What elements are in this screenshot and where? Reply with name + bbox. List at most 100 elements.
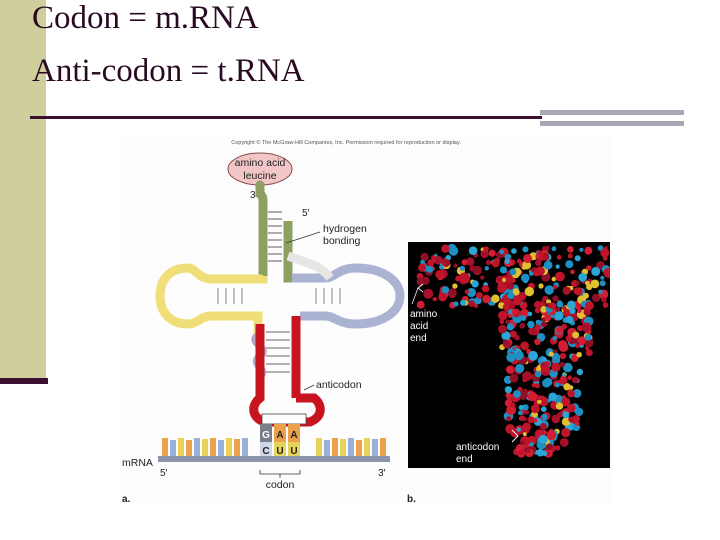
model-atom	[498, 324, 507, 334]
model-atom	[569, 307, 576, 314]
model-atom	[551, 352, 561, 362]
d-arm	[155, 263, 268, 336]
model-atom	[567, 375, 572, 380]
model-atom	[480, 250, 489, 259]
model-atom	[535, 251, 545, 262]
model-atom	[542, 296, 548, 302]
hydrogen-pointer	[285, 231, 321, 244]
model-atom	[555, 402, 564, 410]
model-atom	[583, 308, 591, 316]
five-prime-bottom-label: 5′	[160, 468, 168, 479]
model-atom	[505, 319, 511, 325]
model-atom	[556, 300, 564, 308]
amino-acid-label-2: leucine	[243, 170, 276, 182]
model-atom	[567, 403, 576, 413]
model-atom	[538, 283, 544, 289]
anticodon-end-label-1: anticodon	[456, 442, 499, 453]
model-atom	[534, 307, 541, 314]
model-atom	[452, 283, 458, 289]
model-atom	[548, 392, 557, 402]
model-atom	[541, 406, 547, 413]
model-atom	[545, 361, 550, 367]
model-atom	[556, 412, 563, 418]
model-atom	[499, 266, 508, 274]
model-atom	[468, 246, 478, 255]
model-atom	[529, 271, 534, 276]
model-atom	[498, 310, 508, 321]
model-atom	[519, 415, 525, 421]
three-prime-top-label: 3′	[250, 190, 258, 201]
t-arm	[292, 263, 405, 329]
codon-base-1: C	[262, 446, 269, 457]
model-atom	[561, 397, 571, 407]
model-atom	[561, 428, 571, 438]
model-atom	[416, 277, 426, 286]
amino-end-label-3: end	[410, 333, 427, 344]
model-atom	[553, 310, 564, 321]
model-atom	[524, 286, 534, 297]
model-atom	[511, 308, 518, 315]
model-atom	[441, 244, 450, 253]
model-atom	[503, 297, 512, 306]
model-atom	[598, 289, 603, 295]
model-atom	[531, 383, 537, 388]
model-atom	[533, 418, 538, 423]
model-atom	[575, 280, 580, 285]
model-atom	[579, 247, 584, 252]
model-atom	[522, 432, 527, 437]
model-atom	[472, 265, 482, 276]
model-atom	[523, 254, 533, 264]
model-atom	[458, 272, 469, 283]
model-atom	[600, 275, 605, 280]
model-atom	[499, 249, 505, 255]
model-atom	[435, 270, 444, 279]
model-atom	[519, 294, 525, 300]
model-atom	[471, 280, 479, 288]
model-atom	[453, 263, 458, 268]
model-atom	[562, 411, 570, 419]
model-atom	[599, 280, 606, 287]
anticodon-base-2: A	[276, 430, 283, 441]
model-atom	[416, 300, 425, 309]
model-atom	[448, 288, 457, 297]
model-atom	[574, 287, 583, 296]
model-atom	[524, 410, 530, 415]
model-atom	[527, 391, 538, 402]
model-atom	[576, 351, 582, 358]
model-atom	[502, 303, 509, 311]
model-atom	[534, 338, 541, 345]
model-atom	[441, 286, 450, 294]
model-atom	[518, 404, 525, 411]
model-atom	[418, 263, 427, 272]
model-atom	[577, 336, 586, 345]
anticodon-base-3: A	[290, 430, 297, 441]
panel-b-label: b.	[407, 494, 416, 505]
model-atom	[584, 246, 593, 255]
model-atom	[491, 259, 500, 268]
model-atom	[555, 307, 561, 312]
model-atom	[563, 362, 573, 373]
hydrogen-label-2: bonding	[323, 235, 361, 247]
model-atom	[423, 288, 434, 299]
acceptor-junction	[286, 251, 334, 281]
model-atom	[535, 254, 540, 259]
model-atom	[527, 311, 533, 317]
model-atom	[505, 366, 513, 373]
model-atom	[518, 410, 523, 416]
model-atom	[442, 258, 451, 268]
model-atom	[506, 352, 516, 363]
trna-figure-svg: Copyright © The McGraw-Hill Companies, I…	[122, 139, 610, 505]
model-atom	[603, 267, 610, 278]
model-atom	[565, 260, 574, 269]
model-atom	[502, 339, 508, 344]
model-atom	[602, 302, 609, 308]
amino-end-label-1: amino	[410, 309, 438, 320]
model-atom	[505, 275, 514, 284]
model-atom	[507, 282, 515, 290]
model-atom	[521, 273, 530, 283]
model-atom	[570, 269, 575, 275]
model-atom	[567, 389, 575, 398]
model-atom	[601, 297, 607, 303]
model-atom	[496, 276, 502, 283]
model-atom	[485, 259, 492, 266]
